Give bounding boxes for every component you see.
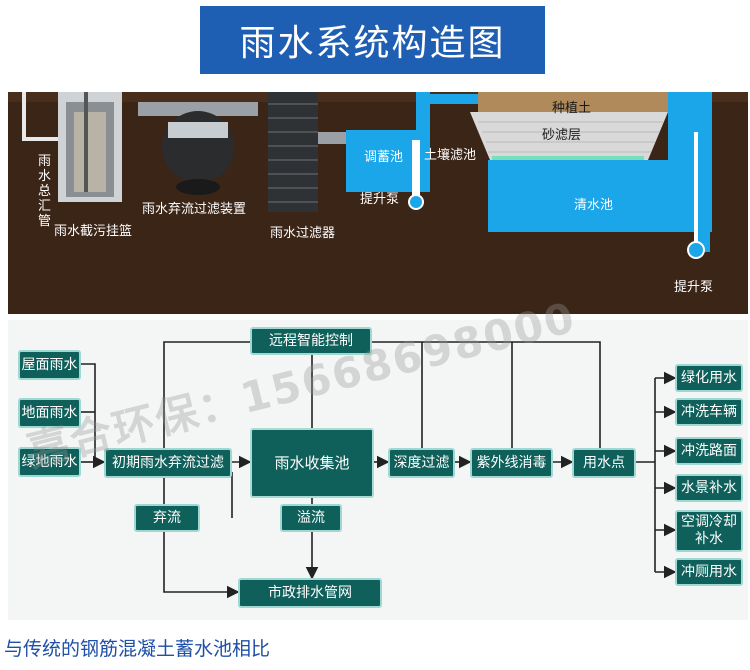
label-pump-1: 提升泵 — [360, 192, 400, 207]
node-remote-control: 远程智能控制 — [250, 327, 372, 355]
node-use-point: 用水点 — [572, 448, 636, 478]
label-sand-layer: 砂滤层 — [542, 128, 582, 143]
node-green-rainwater: 绿地雨水 — [18, 447, 81, 477]
node-initial-diversion: 初期雨水弃流过滤 — [104, 448, 232, 478]
label-soil-filter: 土壤滤池 — [424, 148, 477, 163]
node-collection-tank: 雨水收集池 — [250, 428, 374, 498]
illustration-graphics — [8, 92, 748, 314]
node-ground-rainwater: 地面雨水 — [18, 398, 81, 428]
node-use-road-wash: 冲洗路面 — [675, 437, 743, 465]
node-uv-disinfection: 紫外线消毒 — [470, 448, 553, 478]
label-clear-tank: 清水池 — [574, 198, 614, 213]
label-pump-2: 提升泵 — [674, 280, 714, 295]
label-planting-soil: 种植土 — [552, 101, 592, 116]
caption: 与传统的钢筋混凝土蓄水池相比 — [4, 638, 271, 660]
node-discard: 弃流 — [134, 504, 200, 532]
label-filter: 雨水过滤器 — [270, 226, 336, 241]
node-use-greening: 绿化用水 — [675, 364, 743, 392]
node-municipal-drainage: 市政排水管网 — [238, 578, 382, 608]
node-depth-filter: 深度过滤 — [388, 448, 455, 478]
node-overflow: 溢流 — [280, 504, 342, 532]
node-use-car-wash: 冲洗车辆 — [675, 398, 743, 426]
label-basket: 雨水截污挂篮 — [54, 224, 133, 239]
node-use-ac-cooling: 空调冷却补水 — [675, 510, 743, 552]
rainwater-system-illustration: 雨水总汇管 雨水截污挂篮 雨水弃流过滤装置 雨水过滤器 调蓄池 提升泵 土壤滤池… — [8, 92, 748, 314]
page-title: 雨水系统构造图 — [200, 6, 545, 74]
label-main-pipe: 雨水总汇管 — [38, 154, 52, 229]
label-regulating-tank: 调蓄池 — [364, 150, 404, 165]
node-use-landscape: 水景补水 — [675, 474, 743, 502]
node-use-toilet: 冲厕用水 — [675, 558, 743, 586]
node-roof-rainwater: 屋面雨水 — [18, 350, 81, 380]
label-diverter: 雨水弃流过滤装置 — [142, 202, 247, 217]
